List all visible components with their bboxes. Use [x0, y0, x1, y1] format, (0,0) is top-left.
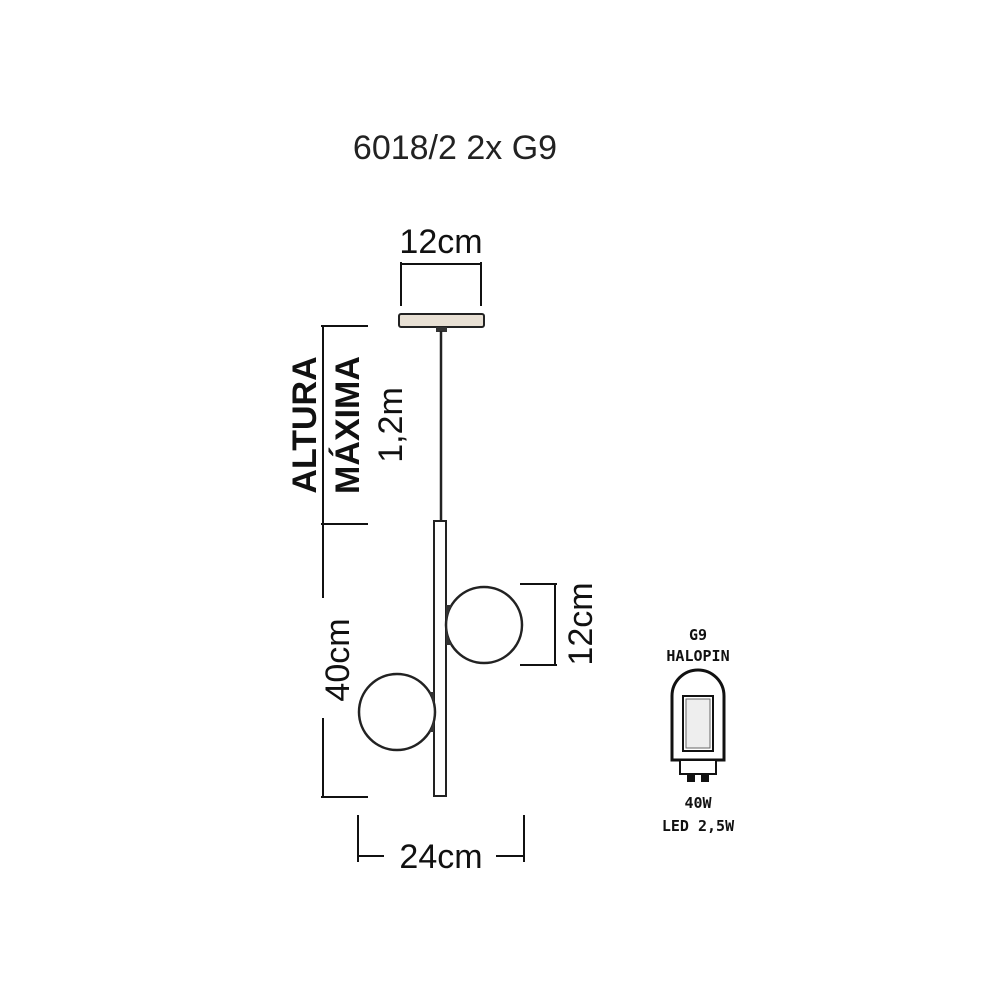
- body-height-label: 40cm: [319, 618, 357, 701]
- ceiling-canopy: [398, 313, 485, 328]
- bulb-led-power-label: LED 2,5W: [662, 817, 735, 835]
- total-width-dimension: [357, 815, 525, 862]
- total-width-label: 24cm: [399, 838, 482, 876]
- max-height-dimension: [321, 325, 368, 525]
- canopy-width-dimension: 12cm: [399, 223, 483, 306]
- upper-globe: [444, 585, 524, 665]
- lower-globe: [357, 672, 437, 752]
- bulb-power-label: 40W: [684, 794, 712, 812]
- max-height-label-line2: MÁXIMA: [329, 356, 367, 494]
- globe-diameter-label: 12cm: [562, 582, 600, 665]
- body-height-dimension: [321, 524, 368, 798]
- max-height-label-line3: 1,2m: [372, 387, 410, 463]
- bulb-name-label: HALOPIN: [666, 647, 729, 665]
- model-title: 6018/2 2x G9: [353, 129, 557, 167]
- bulb-type-label: G9: [689, 626, 707, 644]
- vertical-rod: [433, 520, 447, 797]
- globe-diameter-dimension: [520, 583, 557, 666]
- canopy-cap: [436, 327, 447, 332]
- max-height-label-line1: ALTURA: [286, 356, 324, 493]
- g9-bulb-icon: [670, 668, 726, 782]
- canopy-width-label: 12cm: [399, 223, 482, 261]
